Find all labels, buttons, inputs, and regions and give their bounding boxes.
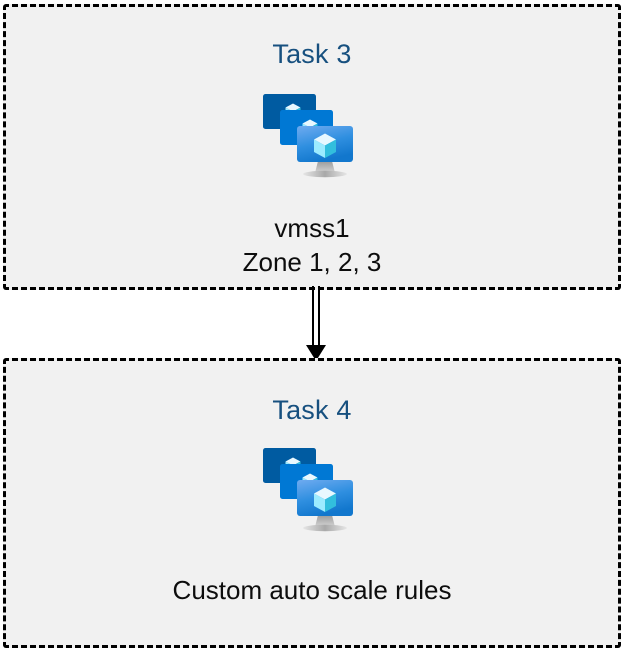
task-panel-task-3: Task 3 bbox=[3, 4, 621, 290]
task-panel-content: Task 3 bbox=[6, 7, 618, 287]
panel-title-task-4: Task 4 bbox=[272, 395, 352, 425]
panel-title-task-3: Task 3 bbox=[272, 39, 352, 69]
monitor-front-icon bbox=[297, 126, 353, 162]
panel-caption-task-4: Custom auto scale rules bbox=[172, 575, 452, 605]
virtual-machine-scale-set-icon bbox=[263, 94, 353, 178]
panel-caption-task-3: vmss1 Zone 1, 2, 3 bbox=[242, 213, 382, 278]
virtual-machine-scale-set-icon bbox=[263, 448, 353, 532]
connector-arrowhead bbox=[306, 345, 326, 361]
task-panel-task-4: Task 4 bbox=[3, 358, 621, 648]
monitor-stand-icon bbox=[303, 161, 347, 178]
task-panel-content: Task 4 bbox=[6, 361, 618, 645]
cube-front-icon bbox=[314, 133, 336, 158]
cube-front-icon bbox=[314, 487, 336, 512]
connector-arrow-task3-to-task4 bbox=[306, 286, 326, 361]
monitor-stand-icon bbox=[303, 515, 347, 532]
monitor-front-icon bbox=[297, 480, 353, 516]
